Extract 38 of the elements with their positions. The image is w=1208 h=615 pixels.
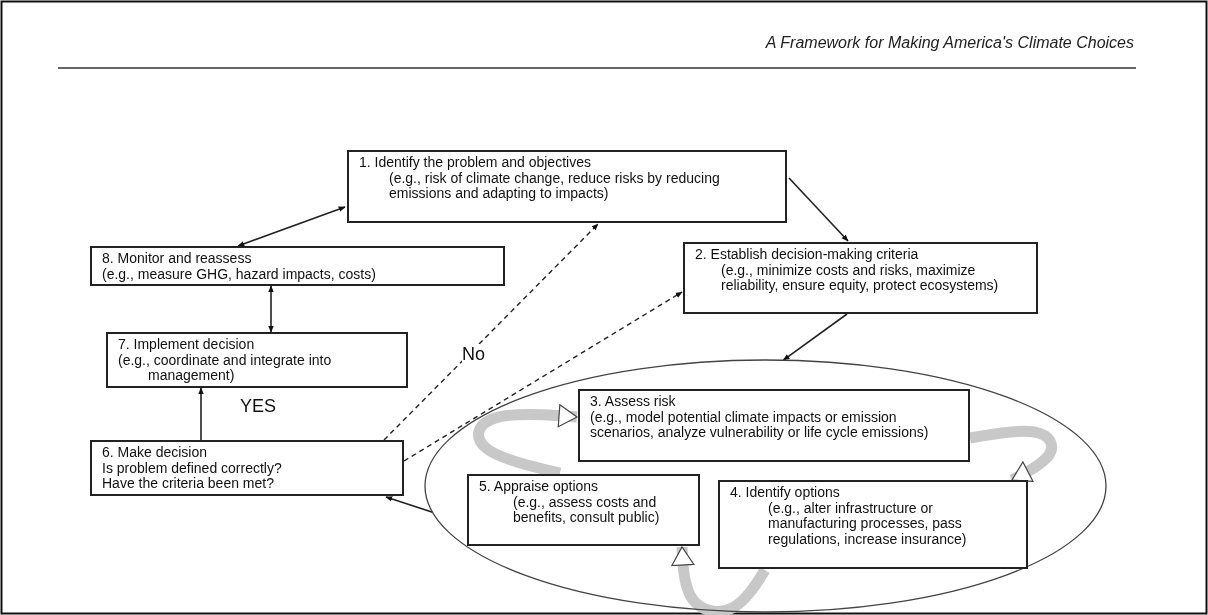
branch-label: No (462, 344, 485, 365)
arrow (237, 206, 346, 247)
block-arrow (969, 425, 1058, 485)
step-heading: 3. Assess risk (590, 394, 677, 410)
step-detail: Is problem defined correctly? (102, 460, 283, 476)
step-detail: (e.g., model potential climate impacts or emission scenarios, analyze vulnerability or life cycle emissions) (590, 409, 930, 441)
cycle-ellipse (424, 359, 1107, 613)
step-detail: (e.g., minimize costs and risks, maximize reliability, ensure equity, protect ecosystems) (720, 262, 1000, 294)
step-box (467, 474, 700, 546)
step-box (683, 242, 1038, 314)
step-heading: 7. Implement decision (118, 337, 256, 353)
step-detail: (e.g., assess costs and benefits, consult public) (513, 494, 661, 526)
arrow (198, 387, 204, 441)
step-heading: 1. Identify the problem and objectives (359, 155, 592, 171)
step-heading: 8. Monitor and reassess (102, 251, 253, 267)
step-box (347, 150, 787, 223)
dashed-arrow (383, 223, 599, 441)
step-detail: (e.g., risk of climate change, reduce risks by reducing emissions and adapting to impacts) (389, 170, 721, 202)
step-box (578, 389, 970, 462)
step-detail: (e.g., alter infrastructure or manufacturing processes, pass regulations, increase insurance) (768, 500, 968, 547)
step-box (90, 440, 404, 496)
step-heading: 6. Make decision (102, 445, 209, 461)
step-heading: 4. Identify options (730, 485, 841, 501)
step-heading: 5. Appraise options (479, 479, 600, 495)
step-box (90, 246, 505, 286)
dashed-arrow (403, 291, 683, 462)
arrow (782, 313, 848, 361)
arrow (268, 285, 274, 333)
header-title: A Framework for Making America's Climate Choices (765, 34, 1134, 52)
block-arrow (671, 546, 770, 615)
step-box (106, 332, 408, 388)
step-detail: (e.g., coordinate and integrate into management) (118, 352, 333, 384)
step-detail: Have the criteria been met? (102, 476, 274, 492)
arrow (788, 177, 849, 242)
step-box (718, 480, 1028, 569)
step-detail: (e.g., measure GHG, hazard impacts, costs) (102, 266, 377, 282)
step-heading: 2. Establish decision-making criteria (695, 247, 920, 263)
arrow (385, 496, 434, 513)
